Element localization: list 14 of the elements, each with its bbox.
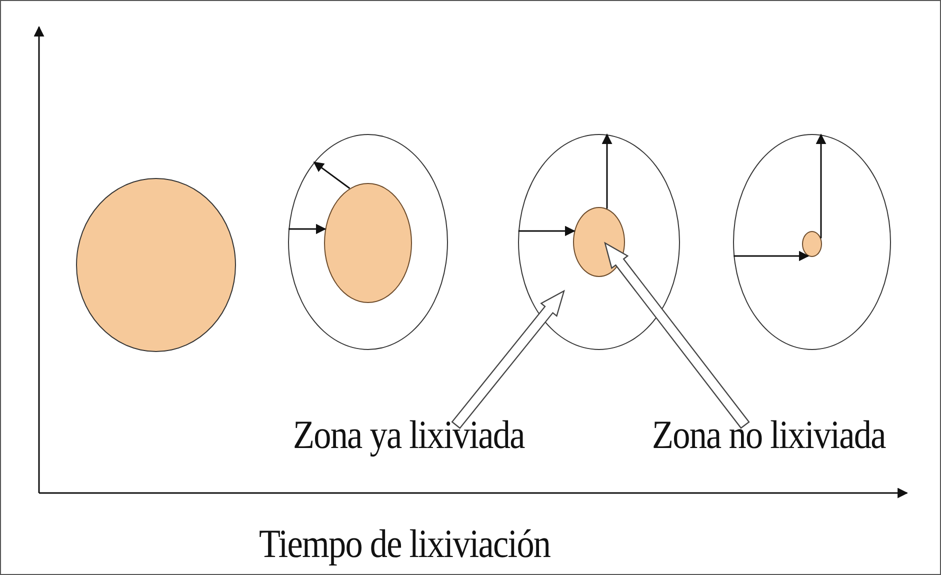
hollow-arrow xyxy=(451,290,565,429)
leached-particle-shell xyxy=(288,134,448,350)
arrow xyxy=(518,226,576,236)
hollow-arrow xyxy=(604,242,750,429)
axis-label: Tiempo de lixiviación xyxy=(259,521,550,567)
leached-particle-shell xyxy=(733,134,891,350)
arrow xyxy=(313,162,350,189)
unleached-core xyxy=(802,230,822,256)
arrow xyxy=(816,134,826,238)
arrow xyxy=(288,224,326,234)
zone-label: Zona no lixiviada xyxy=(652,413,886,457)
arrow xyxy=(734,250,810,262)
zone-label: Zona ya lixiviada xyxy=(293,413,524,457)
arrow xyxy=(602,133,612,209)
